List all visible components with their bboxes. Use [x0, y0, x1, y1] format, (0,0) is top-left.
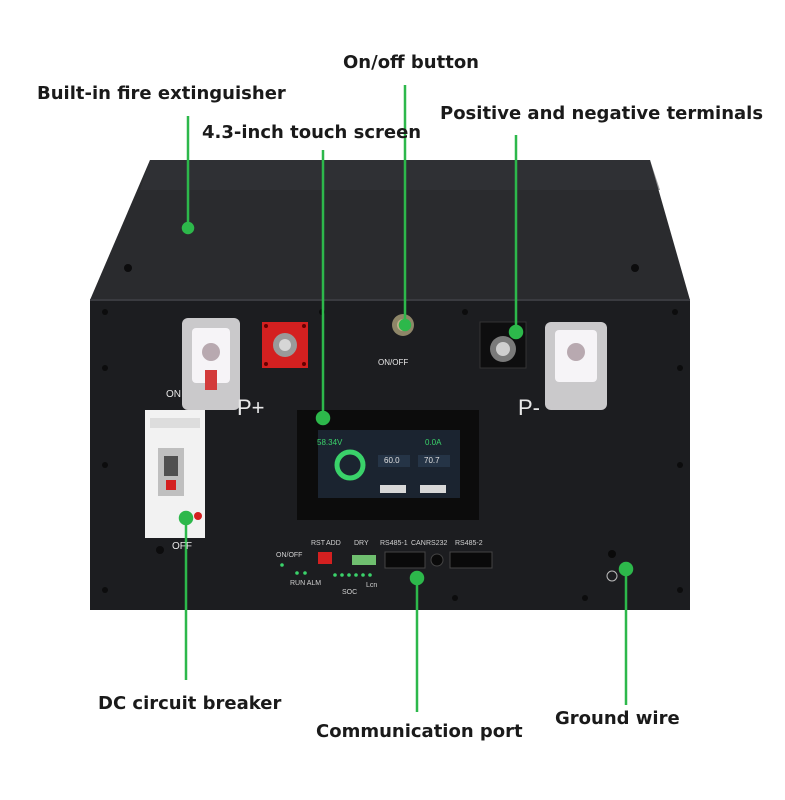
- rs485-1-label: RS485-1: [380, 540, 408, 547]
- address-dip-switch: [318, 552, 332, 564]
- panel-screws: [102, 224, 683, 601]
- screen-voltage: 58.34V: [317, 438, 343, 447]
- screen-current: 0.0A: [425, 438, 442, 447]
- ground-screw: [606, 550, 618, 582]
- status-leds: [280, 563, 372, 577]
- soc-label: SOC: [342, 589, 358, 596]
- rs485-2-label: RS485-2: [455, 540, 483, 547]
- screen-value-a: 60.0: [384, 456, 400, 465]
- add-label: ADD: [326, 540, 341, 547]
- callout-lines: [178, 85, 634, 712]
- callout-fire-extinguisher: Built-in fire extinguisher: [37, 83, 286, 104]
- rst-label: RST: [311, 540, 325, 547]
- communication-ports: [384, 551, 493, 569]
- positive-terminal: [182, 318, 240, 410]
- negative-terminal: [545, 322, 607, 410]
- dry-contact-terminal: [352, 555, 376, 565]
- callout-circuit-breaker: DC circuit breaker: [98, 693, 282, 714]
- lcn-label: Lcn: [366, 582, 378, 589]
- callout-ground-wire: Ground wire: [555, 708, 680, 729]
- callout-on-off-button: On/off button: [343, 52, 479, 73]
- callout-terminals: Positive and negative terminals: [440, 103, 764, 124]
- breaker-off-label: OFF: [172, 541, 192, 552]
- screen-value-b: 70.7: [424, 456, 440, 465]
- dc-circuit-breaker: [145, 410, 205, 538]
- onoff-small-label: ON/OFF: [276, 552, 303, 559]
- callout-touch-screen: 4.3-inch touch screen: [202, 122, 422, 143]
- rs232-label: RS232: [426, 540, 448, 547]
- breaker-on-label: ON: [166, 389, 181, 400]
- enclosure-top-face: [90, 160, 690, 300]
- callout-communication-port: Communication port: [316, 721, 523, 742]
- positive-label: P+: [237, 395, 265, 420]
- run-alm-label: RUN ALM: [290, 580, 322, 587]
- can-label: CAN: [411, 540, 426, 547]
- touch-screen: [297, 410, 479, 520]
- red-connector: [262, 322, 308, 368]
- power-switch-label: ON/OFF: [378, 358, 409, 367]
- negative-label: P-: [518, 395, 540, 420]
- dry-label: DRY: [354, 540, 369, 547]
